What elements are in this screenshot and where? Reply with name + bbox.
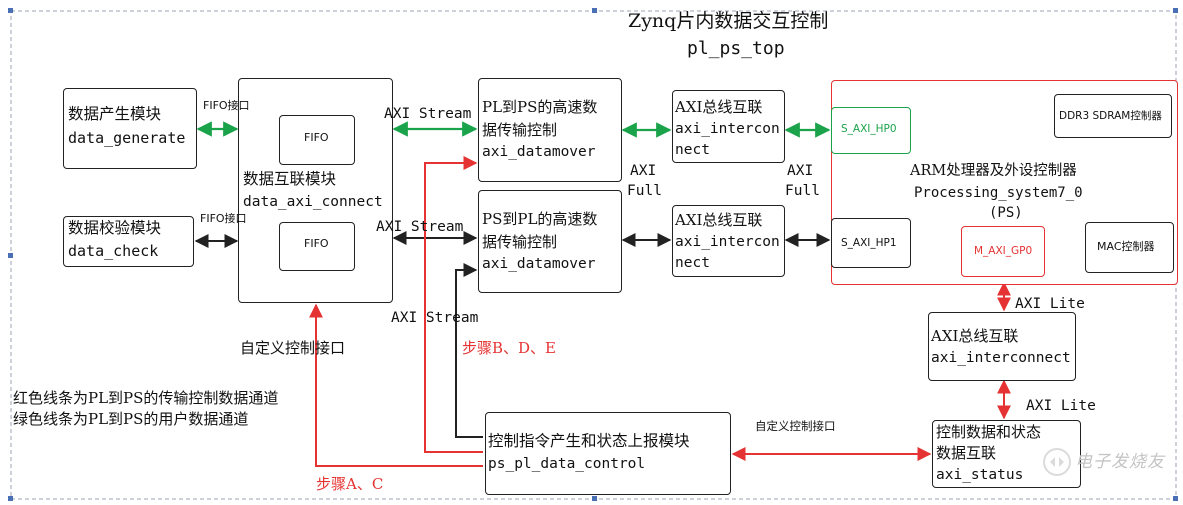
ddr3-label: DDR3 SDRAM控制器 xyxy=(1059,110,1162,122)
fifo-top-label: FIFO xyxy=(304,131,329,144)
axi-full-2-label-a: AXI xyxy=(787,163,814,179)
ic-bottom-cn: AXI总线互联 xyxy=(675,211,763,229)
axi-lite-2-label: AXI Lite xyxy=(1026,398,1096,414)
axi-connect-cn: 数据互联模块 xyxy=(243,170,337,188)
step-ac-label: 步骤A、C xyxy=(316,475,384,493)
fifo-interface-bottom-label: FIFO接口 xyxy=(200,212,247,225)
watermark-text: 电子发烧友 xyxy=(1075,452,1165,472)
ps-name-en: Processing_system7_0 xyxy=(914,185,1083,201)
watermark-logo-icon xyxy=(1042,447,1072,477)
s-axi-hp1-label: S_AXI_HP1 xyxy=(841,237,897,249)
ic-bottom-en-2: nect xyxy=(675,255,710,271)
data-check-block: 数据校验模块 data_check xyxy=(63,216,194,267)
axi-status-block: 控制数据和状态 数据互联 axi_status xyxy=(932,420,1081,488)
axi-connect-en: data_axi_connect xyxy=(243,194,383,210)
wire-ctrl-ps2pl xyxy=(455,263,483,438)
pl2ps-datamover-block: PL到PS的高速数 据传输控制 axi_datamover xyxy=(478,78,622,182)
ps2pl-en: axi_datamover xyxy=(482,256,596,272)
axi-full-1-label-a: AXI xyxy=(630,163,657,179)
ic-right-cn: AXI总线互联 xyxy=(931,327,1019,345)
fifo-top: FIFO xyxy=(279,115,355,165)
ic-top-cn: AXI总线互联 xyxy=(675,98,763,116)
data-generate-cn: 数据产生模块 xyxy=(68,105,162,123)
diagram-title: Zynq片内数据交互控制 xyxy=(628,10,829,32)
pl2ps-cn-1: PL到PS的高速数 xyxy=(482,98,598,116)
custom-interface-left-label: 自定义控制接口 xyxy=(240,339,346,357)
data-check-cn: 数据校验模块 xyxy=(68,219,162,237)
axi-stream-low-label: AXI Stream xyxy=(391,310,479,326)
axi-stream-top-label: AXI Stream xyxy=(384,106,472,122)
data-generate-block: 数据产生模块 data_generate xyxy=(63,88,197,169)
ps2pl-cn-1: PS到PL的高速数 xyxy=(482,210,598,228)
ic-top-en-2: nect xyxy=(675,142,710,158)
ic-bottom-en-1: axi_intercon xyxy=(675,234,780,250)
s-axi-hp0-port: S_AXI_HP0 xyxy=(831,107,911,154)
pl2ps-en: axi_datamover xyxy=(482,144,596,160)
axi-lite-1-label: AXI Lite xyxy=(1015,296,1085,312)
axi-full-1-label-b: Full xyxy=(627,183,662,199)
ps-name-ps: (PS) xyxy=(989,205,1023,221)
ic-right-en: axi_interconnect xyxy=(931,350,1071,366)
legend-red-line: 红色线条为PL到PS的传输控制数据通道 xyxy=(13,389,279,407)
control-en: ps_pl_data_control xyxy=(488,456,646,472)
fifo-bottom-label: FIFO xyxy=(304,237,329,250)
custom-interface-right-label: 自定义控制接口 xyxy=(755,419,836,433)
legend-green-line: 绿色线条为PL到PS的用户数据通道 xyxy=(13,410,249,428)
control-cn: 控制指令产生和状态上报模块 xyxy=(488,432,690,450)
axi-interconnect-right-block: AXI总线互联 axi_interconnect xyxy=(928,312,1076,381)
diagram-subtitle: pl_ps_top xyxy=(687,38,785,59)
axi-full-2-label-b: Full xyxy=(785,183,820,199)
status-cn-1: 控制数据和状态 xyxy=(936,423,1042,441)
ps-container: S_AXI_HP0 DDR3 SDRAM控制器 ARM处理器及外设控制器 Pro… xyxy=(831,80,1178,285)
fifo-bottom: FIFO xyxy=(279,222,355,271)
wire-ctrl-connect xyxy=(309,303,483,467)
ps2pl-datamover-block: PS到PL的高速数 据传输控制 axi_datamover xyxy=(478,190,622,293)
pl2ps-cn-2: 据传输控制 xyxy=(482,121,558,139)
ps2pl-cn-2: 据传输控制 xyxy=(482,233,558,251)
ps-name-cn: ARM处理器及外设控制器 xyxy=(910,163,1077,179)
step-bde-label: 步骤B、D、E xyxy=(462,339,556,357)
m-axi-gp0-label: M_AXI_GP0 xyxy=(974,245,1033,257)
data-check-en: data_check xyxy=(68,242,159,260)
ic-top-en-1: axi_intercon xyxy=(675,121,780,137)
axi-interconnect-bottom-block: AXI总线互联 axi_intercon nect xyxy=(672,205,785,277)
mac-controller: MAC控制器 xyxy=(1085,222,1174,273)
s-axi-hp0-label: S_AXI_HP0 xyxy=(841,123,897,135)
fifo-interface-top-label: FIFO接口 xyxy=(203,99,250,112)
mac-label: MAC控制器 xyxy=(1097,240,1155,253)
axi-stream-mid-label: AXI Stream xyxy=(376,219,464,235)
axi-interconnect-top-block: AXI总线互联 axi_intercon nect xyxy=(672,90,785,163)
ps-pl-data-control-block: 控制指令产生和状态上报模块 ps_pl_data_control xyxy=(485,412,731,495)
m-axi-gp0-port: M_AXI_GP0 xyxy=(961,226,1045,277)
status-en: axi_status xyxy=(936,467,1024,483)
ddr3-controller: DDR3 SDRAM控制器 xyxy=(1054,94,1172,138)
data-generate-en: data_generate xyxy=(68,129,186,147)
status-cn-2: 数据互联 xyxy=(936,444,997,462)
s-axi-hp1-port: S_AXI_HP1 xyxy=(831,218,911,268)
wire-ctrl-pl2ps xyxy=(424,156,483,453)
axi-connect-block: FIFO 数据互联模块 data_axi_connect FIFO xyxy=(238,78,393,303)
